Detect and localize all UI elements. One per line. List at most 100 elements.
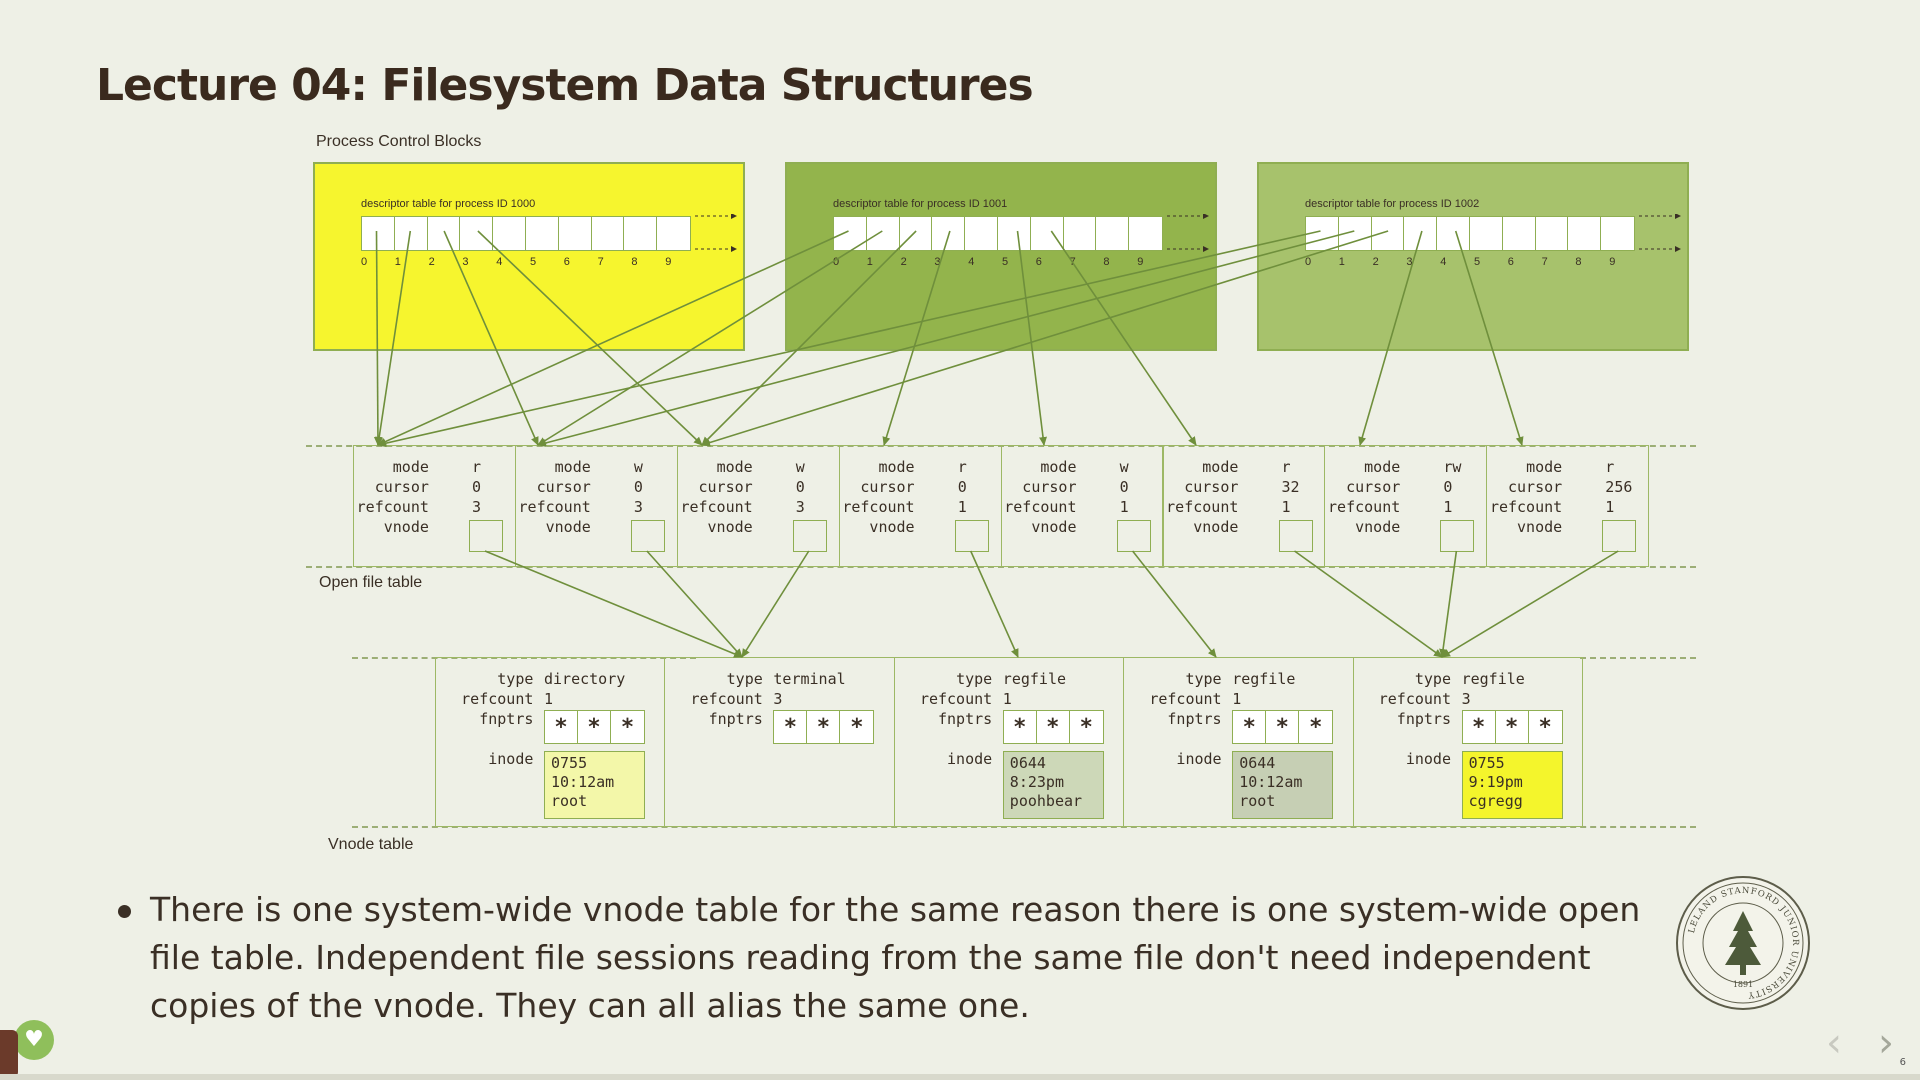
vnode-fnptrs-label: fnptrs	[1167, 710, 1222, 728]
open-file-refcount-value: 1	[1119, 498, 1129, 516]
descriptor-index: 2	[428, 256, 435, 268]
vnode-type-value: regfile	[1461, 670, 1525, 688]
vnode-inode-label: inode	[488, 750, 534, 768]
descriptor-slot	[998, 217, 1031, 250]
vnode-pointer-slot	[1116, 520, 1151, 552]
descriptor-slot	[1129, 217, 1162, 250]
vnode-fnptrs-label: fnptrs	[1396, 710, 1451, 728]
vnode-pointer-slot	[792, 520, 827, 552]
vnode-inode-label: inode	[947, 750, 993, 768]
university-seal-icon: LELAND STANFORD JUNIOR UNIVERSITY 1891	[1676, 876, 1810, 1010]
open-file-mode-label: mode	[1364, 458, 1401, 476]
open-file-mode-value: rw	[1443, 458, 1462, 476]
vnode-fnptrs-label: fnptrs	[938, 710, 993, 728]
fnptr-table: ***	[773, 710, 875, 744]
descriptor-slot	[526, 217, 559, 250]
descriptor-index: 0	[833, 256, 840, 268]
descriptor-slot	[834, 217, 867, 250]
open-file-vnode-label: vnode	[1355, 518, 1401, 536]
descriptor-index: 5	[530, 256, 537, 268]
fnptr-slot: *	[620, 715, 635, 740]
fnptr-table: ***	[1002, 710, 1104, 744]
open-file-mode-value: r	[1605, 458, 1615, 476]
open-file-refcount-value: 3	[795, 498, 805, 516]
descriptor-slot	[1601, 217, 1634, 250]
descriptor-slot	[1372, 217, 1405, 250]
descriptor-index: 1	[866, 256, 873, 268]
vnode-type-value: terminal	[773, 670, 846, 688]
bottom-rule	[0, 1074, 1920, 1080]
descriptor-slot	[1437, 217, 1470, 250]
descriptor-slot	[932, 217, 966, 250]
inode-line: poohbear	[1009, 792, 1083, 810]
descriptor-index: 9	[1137, 256, 1144, 268]
vnode-inode-label: inode	[1176, 750, 1222, 768]
fnptr-slot: *	[545, 711, 578, 743]
descriptor-index: 8	[631, 256, 638, 268]
previous-slide-button[interactable]: ‹	[1826, 1020, 1842, 1066]
open-file-mode-label: mode	[878, 458, 915, 476]
fnptr-table: ***	[1232, 710, 1334, 744]
continuation-arrow-icon	[695, 214, 737, 252]
descriptor-index: 2	[900, 256, 907, 268]
descriptor-index: 1	[1338, 256, 1345, 268]
fnptr-slot: *	[1079, 715, 1093, 740]
heart-icon[interactable]: ♥	[14, 1020, 54, 1060]
vnode-pointer-slot	[1278, 520, 1313, 552]
open-file-refcount-label: refcount	[1328, 498, 1401, 516]
inode-line: 0755	[1468, 754, 1505, 772]
next-slide-button[interactable]: ›	[1878, 1020, 1894, 1066]
open-file-cursor-label: cursor	[1022, 478, 1077, 496]
open-file-mode-value: w	[1119, 458, 1129, 476]
open-file-cursor-value: 0	[472, 478, 482, 496]
vnode-type-value: regfile	[1002, 670, 1067, 688]
descriptor-slot	[900, 217, 933, 250]
side-tab[interactable]	[0, 1030, 18, 1078]
inode-line: 9:19pm	[1468, 773, 1523, 791]
open-file-vnode-label: vnode	[1031, 518, 1077, 536]
vnode-refcount-value: 3	[1461, 690, 1471, 708]
vnode-table-top-rule	[352, 657, 696, 659]
open-file-refcount-label: refcount	[1004, 498, 1077, 516]
descriptor-index: 5	[1002, 256, 1009, 268]
open-file-cursor-label: cursor	[698, 478, 753, 496]
descriptor-slot	[1470, 217, 1503, 250]
fnptr-slot: *	[774, 711, 808, 743]
descriptor-slot	[1568, 217, 1602, 250]
descriptor-index: 1	[394, 256, 401, 268]
pcb-label: Process Control Blocks	[316, 133, 482, 150]
vnode-type-value: directory	[544, 670, 626, 688]
descriptor-index: 8	[1575, 256, 1582, 268]
vnode-refcount-label: refcount	[461, 690, 534, 708]
descriptor-slot	[1031, 217, 1064, 250]
fnptr-slot: *	[1496, 711, 1529, 743]
open-file-cursor-value: 0	[795, 478, 805, 496]
fnptr-slot: *	[1233, 711, 1267, 743]
vnode-refcount-value: 1	[544, 690, 554, 708]
descriptor-slot	[1404, 217, 1438, 250]
slide-title: Lecture 04: Filesystem Data Structures	[96, 60, 1034, 111]
open-file-refcount-label: refcount	[1166, 498, 1239, 516]
open-file-vnode-label: vnode	[707, 518, 753, 536]
open-file-mode-value: w	[795, 458, 805, 476]
open-file-refcount-value: 1	[1605, 498, 1615, 516]
vnode-fnptrs-label: fnptrs	[479, 710, 534, 728]
descriptor-index: 3	[1406, 256, 1413, 268]
descriptor-slot	[460, 217, 494, 250]
open-file-cursor-value: 0	[957, 478, 967, 496]
open-file-mode-label: mode	[1202, 458, 1239, 476]
continuation-arrow-icon	[1639, 214, 1681, 252]
fnptr-table: ***	[1461, 710, 1563, 744]
continuation-arrow-icon	[1167, 214, 1209, 252]
vnode-type-label: type	[497, 670, 534, 688]
vnode-pointer-slot	[469, 520, 503, 552]
